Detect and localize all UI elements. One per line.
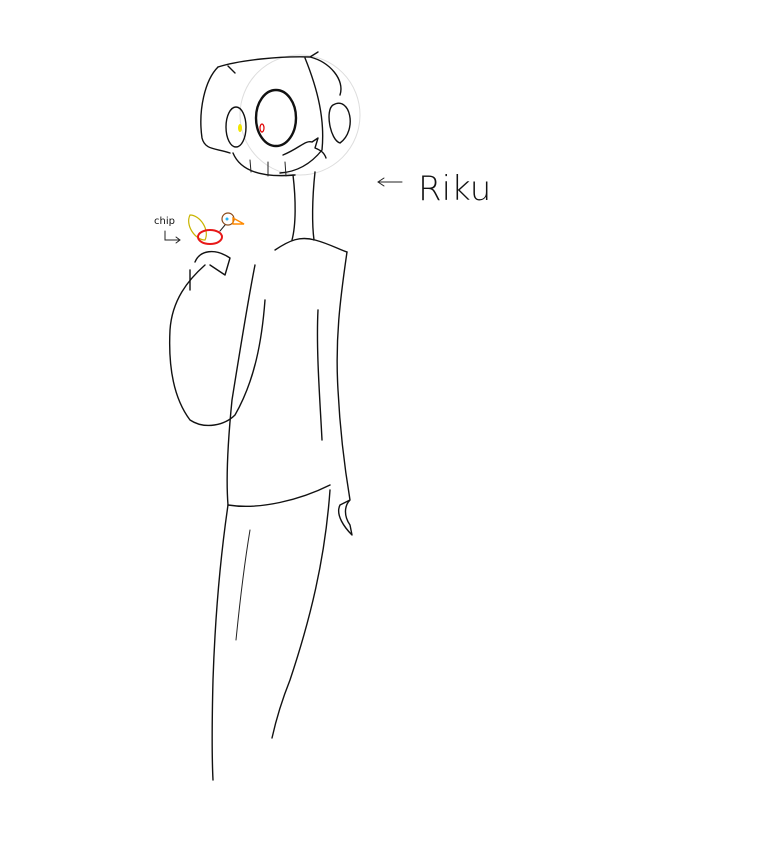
bird-wing — [188, 214, 207, 241]
bird-chip — [188, 212, 245, 245]
riku-arrow-icon — [377, 177, 403, 187]
left-pupil — [238, 124, 242, 132]
character-body — [168, 171, 353, 781]
chip-label: chip — [154, 216, 175, 227]
bird-body — [197, 229, 223, 245]
character-head — [200, 51, 361, 177]
chip-label-group: chip — [154, 216, 181, 244]
bird-eye — [225, 217, 229, 221]
right-pupil — [259, 123, 265, 133]
bird-beak — [232, 216, 245, 225]
left-eye — [225, 106, 247, 148]
chip-arrow-icon — [164, 230, 181, 244]
right-eye — [254, 88, 298, 148]
character-eyes — [225, 88, 298, 148]
riku-label: Riku — [418, 169, 491, 209]
riku-label-group: Riku — [377, 169, 491, 209]
